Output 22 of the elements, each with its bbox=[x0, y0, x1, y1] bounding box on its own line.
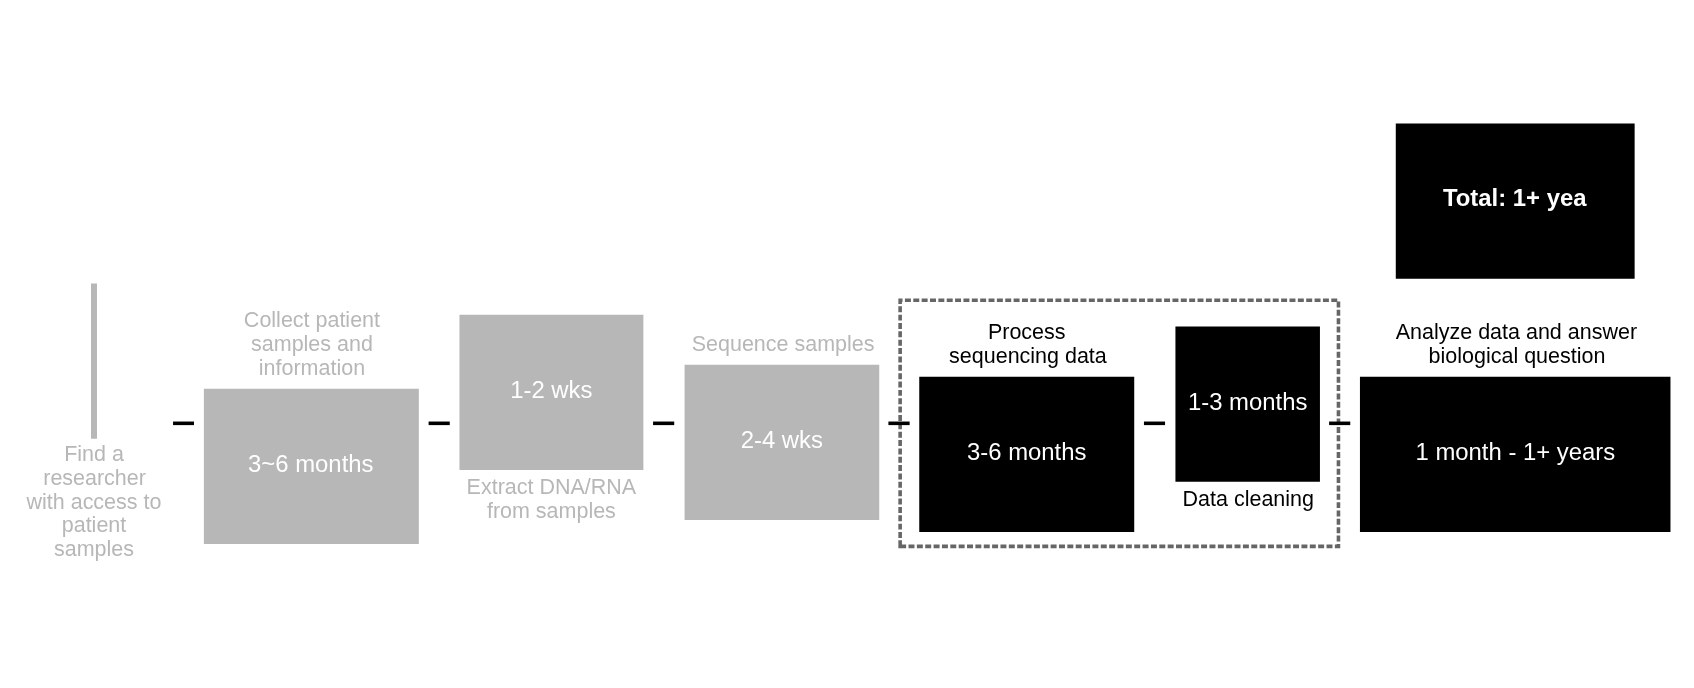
node-box: 2-4 wks bbox=[684, 364, 880, 520]
node-box: 1-2 wks bbox=[459, 314, 644, 470]
node-label: Extract DNA/RNA from samples bbox=[466, 474, 637, 523]
connector bbox=[1143, 421, 1166, 425]
node-label: Sequence samples bbox=[691, 331, 875, 356]
node-box: 1 month - 1+ years bbox=[1359, 376, 1671, 532]
node-label: Find a researcher with access to patient samples bbox=[26, 441, 162, 561]
connector bbox=[428, 421, 450, 425]
node-box: 3~6 months bbox=[203, 388, 419, 544]
cluster bbox=[898, 298, 1341, 548]
node-label: Data cleaning bbox=[1182, 486, 1314, 511]
node-label: Process sequencing data bbox=[949, 319, 1107, 368]
connector bbox=[1329, 421, 1351, 425]
node-bar bbox=[91, 283, 97, 439]
connector bbox=[888, 421, 910, 425]
node-label: Analyze data and answer biological question bbox=[1395, 319, 1638, 368]
node-box: 3-6 months bbox=[919, 376, 1135, 532]
connector bbox=[653, 421, 675, 425]
node-box: Total: 1+ yea bbox=[1395, 123, 1635, 279]
node-label: Collect patient samples and information bbox=[243, 307, 381, 380]
node-box: 1-3 months bbox=[1175, 326, 1320, 482]
connector bbox=[173, 421, 194, 425]
